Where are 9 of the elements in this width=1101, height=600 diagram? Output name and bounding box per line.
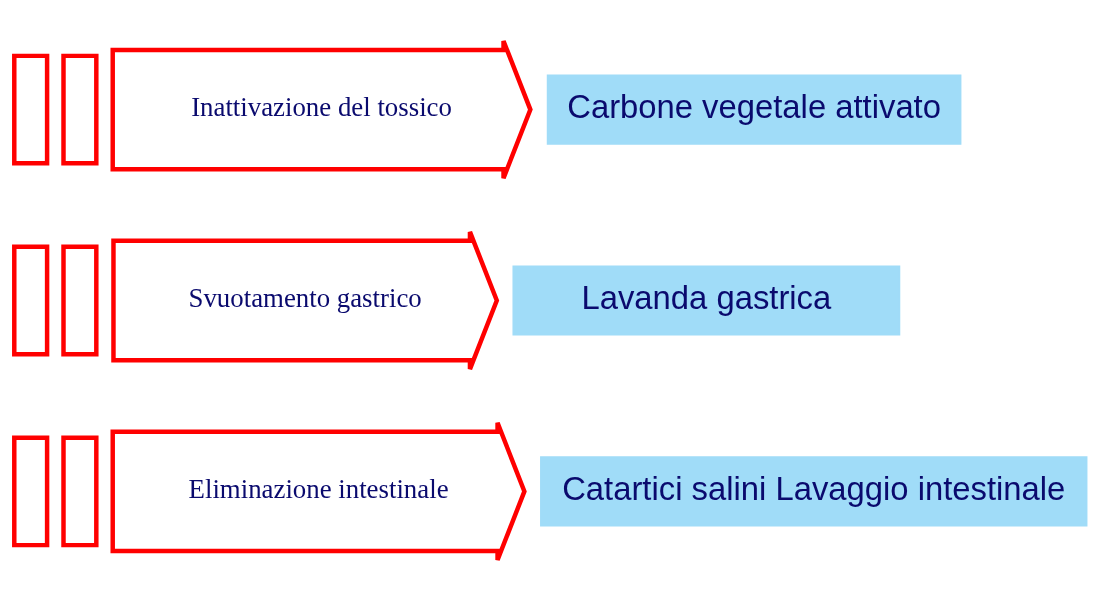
node-bar xyxy=(61,244,99,356)
node-bar xyxy=(61,435,99,547)
node-box: Catartici salini Lavaggio intestinale xyxy=(540,455,1088,526)
node-bar xyxy=(61,53,99,165)
node-box: Lavanda gastrica xyxy=(512,264,901,336)
node-box: Carbone vegetale attivato xyxy=(546,74,962,145)
node-bar xyxy=(12,244,50,356)
node-bar xyxy=(12,53,50,165)
node-bar xyxy=(12,435,50,547)
